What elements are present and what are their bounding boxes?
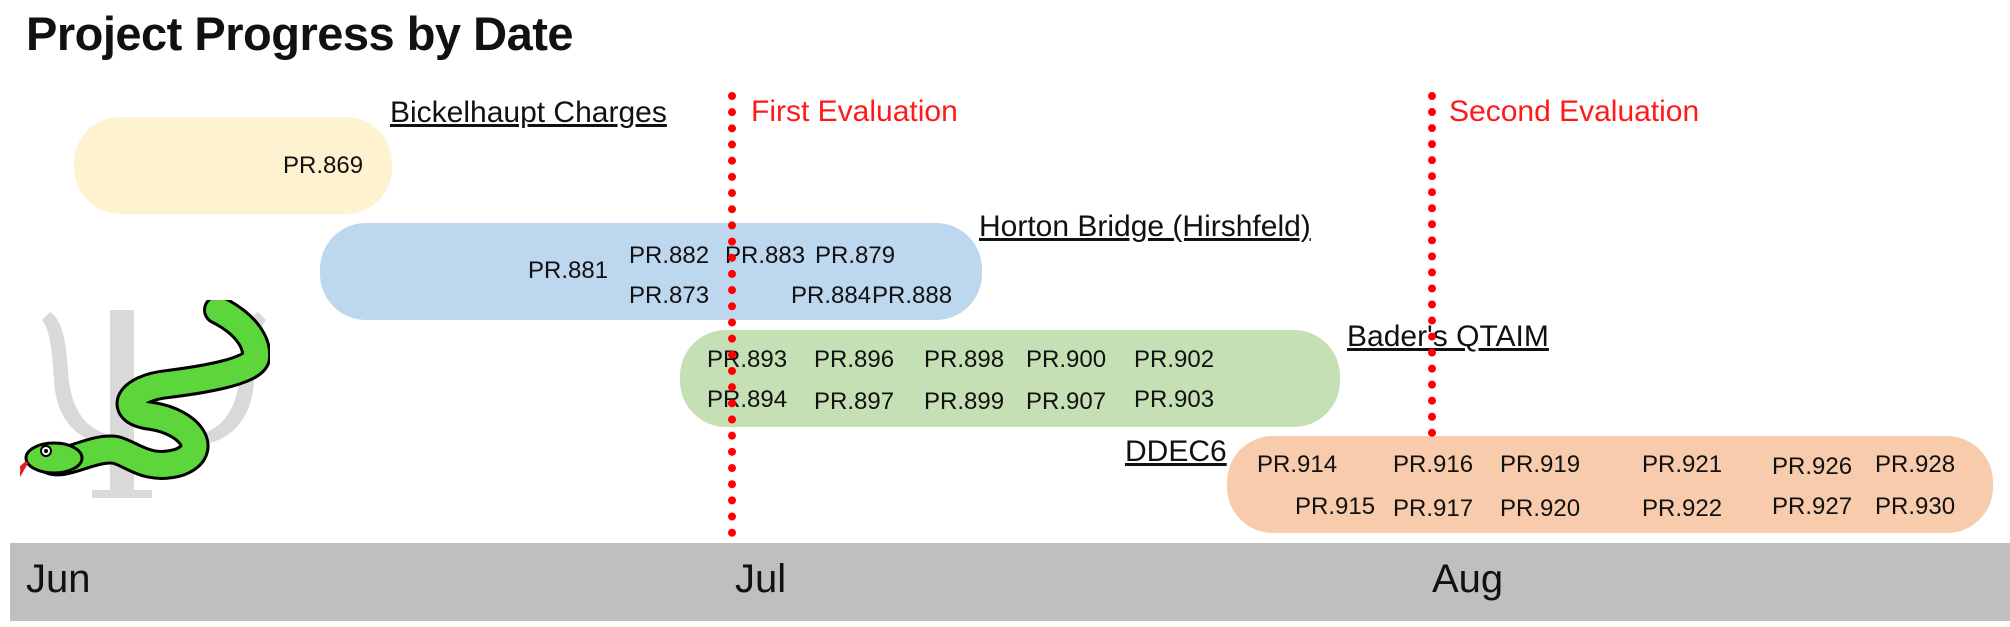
- pr-label: PR.922: [1642, 495, 1723, 522]
- band-label-bickelhaupt: Bickelhaupt Charges: [390, 96, 667, 129]
- pr-label: PR.893: [707, 346, 788, 373]
- band-horton: [320, 223, 982, 320]
- band-label-horton: Horton Bridge (Hirshfeld): [979, 210, 1311, 243]
- pr-label: PR.927: [1772, 493, 1853, 520]
- second-evaluation-line: [1428, 92, 1436, 437]
- pr-label: PR.879: [815, 242, 896, 269]
- month-label-aug: Aug: [1432, 557, 1504, 601]
- pr-label: PR.899: [924, 388, 1005, 415]
- pr-label: PR.869: [283, 152, 364, 179]
- pr-label: PR.917: [1393, 495, 1474, 522]
- pr-label: PR.930: [1875, 493, 1956, 520]
- pr-label: PR.900: [1026, 346, 1107, 373]
- pr-label: PR.926: [1772, 453, 1853, 480]
- pr-label: PR.882: [629, 242, 710, 269]
- band-bader: [680, 330, 1340, 427]
- pr-label: PR.919: [1500, 451, 1581, 478]
- pr-label: PR.883: [725, 242, 806, 269]
- band-ddec6: [1227, 436, 1993, 533]
- pr-label: PR.884: [791, 282, 872, 309]
- pr-label: PR.920: [1500, 495, 1581, 522]
- pr-label: PR.903: [1134, 386, 1215, 413]
- pr-label: PR.888: [872, 282, 953, 309]
- page-title: Project Progress by Date: [26, 7, 574, 60]
- pr-label: PR.894: [707, 386, 788, 413]
- pr-label: PR.881: [528, 257, 609, 284]
- pr-label: PR.907: [1026, 388, 1107, 415]
- month-label-jul: Jul: [735, 557, 787, 601]
- pr-label: PR.898: [924, 346, 1005, 373]
- first-evaluation-label: First Evaluation: [751, 95, 958, 128]
- band-bickelhaupt: [74, 117, 392, 214]
- pr-label: PR.928: [1875, 451, 1956, 478]
- python-snake-psi-logo-icon: [20, 300, 270, 498]
- second-evaluation-label: Second Evaluation: [1449, 95, 1700, 128]
- pr-label: PR.915: [1295, 493, 1376, 520]
- first-evaluation-line: [728, 92, 736, 537]
- pr-label: PR.916: [1393, 451, 1474, 478]
- pr-label: PR.873: [629, 282, 710, 309]
- pr-label: PR.914: [1257, 451, 1338, 478]
- month-label-jun: Jun: [26, 557, 91, 601]
- pr-label: PR.902: [1134, 346, 1215, 373]
- pr-label: PR.897: [814, 388, 895, 415]
- pr-label: PR.921: [1642, 451, 1723, 478]
- pr-label: PR.896: [814, 346, 895, 373]
- timeline-bar: [10, 543, 2010, 621]
- band-label-bader: Bader's QTAIM: [1347, 320, 1549, 353]
- band-label-ddec6: DDEC6: [1125, 435, 1227, 468]
